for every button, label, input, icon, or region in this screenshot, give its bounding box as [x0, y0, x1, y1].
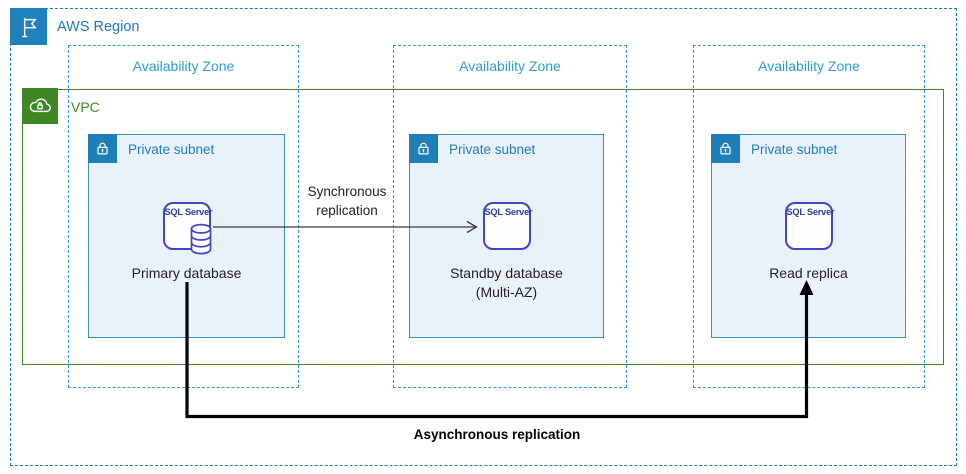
- node-caption: Primary database: [131, 265, 242, 281]
- sync-label-line1: Synchronous: [307, 184, 387, 199]
- sql-server-icon: SQL Server: [162, 202, 213, 255]
- subnet-label: Private subnet: [449, 142, 536, 157]
- private-subnet-box-2: Private subnet SQL Server Standby databa…: [409, 134, 604, 338]
- availability-zone-label: Availability Zone: [132, 58, 235, 74]
- sync-label-line2: replication: [316, 203, 378, 218]
- region-label: AWS Region: [57, 19, 140, 35]
- padlock-icon: [711, 134, 740, 163]
- availability-zone-label: Availability Zone: [459, 58, 561, 74]
- cloud-lock-icon: [22, 88, 58, 124]
- sql-server-icon-label: SQL Server: [484, 207, 533, 217]
- private-subnet-box-3: Private subnet SQL Server Read replica: [711, 134, 906, 338]
- node-caption: Read replica: [769, 265, 848, 281]
- availability-zone-label: Availability Zone: [758, 58, 860, 74]
- node-caption-line1: Standby database: [450, 265, 563, 281]
- sql-server-icon: SQL Server: [784, 202, 835, 250]
- padlock-icon: [409, 134, 438, 163]
- flag-icon: [10, 8, 47, 45]
- sync-replication-label: Synchronous replication: [285, 182, 409, 220]
- subnet-label: Private subnet: [128, 142, 215, 157]
- sql-server-icon-label: SQL Server: [164, 207, 213, 217]
- sql-server-icon: SQL Server: [482, 202, 533, 250]
- node-caption-line2: (Multi-AZ): [475, 284, 538, 300]
- database-cylinder-icon: [190, 223, 211, 255]
- padlock-icon: [88, 134, 117, 163]
- async-replication-label: Asynchronous replication: [413, 427, 581, 442]
- aws-region-box: [10, 8, 957, 466]
- subnet-label: Private subnet: [751, 142, 838, 157]
- availability-zone-box-3: Availability Zone: [693, 45, 925, 388]
- private-subnet-box-1: Private subnet SQL Server Primary databa…: [88, 134, 285, 338]
- availability-zone-box-1: Availability Zone: [68, 45, 299, 388]
- sql-server-icon-label: SQL Server: [786, 207, 835, 217]
- vpc-label: VPC: [71, 99, 100, 115]
- node-caption: Standby database (Multi-AZ): [410, 264, 603, 302]
